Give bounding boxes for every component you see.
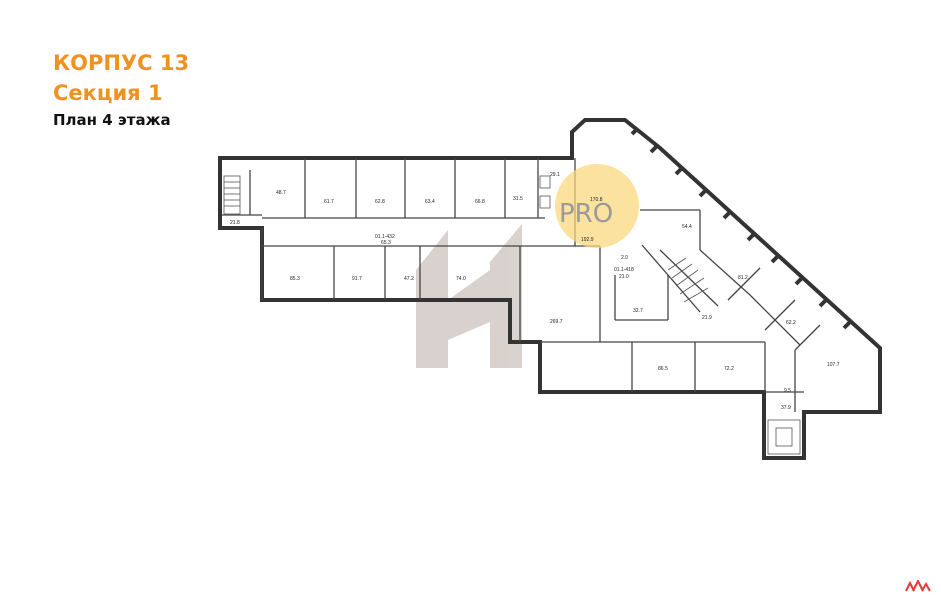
stair-center: [667, 257, 709, 303]
room-label: 269.7: [550, 319, 563, 325]
room-label: 81.2: [738, 275, 748, 281]
window-marks: [630, 126, 852, 330]
room-label: 2.0: [621, 255, 628, 261]
room-label: 86.5: [658, 366, 668, 372]
room-label: 192.9: [581, 237, 594, 243]
room-label: 31.5: [513, 196, 523, 202]
room-label: 66.8: [475, 199, 485, 205]
room-label: 170.8: [590, 197, 603, 203]
floor-title: План 4 этажа: [53, 111, 171, 129]
brand-logo: [905, 578, 931, 597]
room-label: 29.1: [550, 172, 560, 178]
room-label: 62.2: [786, 320, 796, 326]
building-outline: [218, 118, 882, 460]
room-label: 65.3: [381, 240, 391, 246]
room-label: 74.0: [456, 276, 466, 282]
room-label: 47.2: [404, 276, 414, 282]
elevators: [539, 175, 551, 209]
room-label: 107.7: [827, 362, 840, 368]
room-label: 37.9: [781, 405, 791, 411]
room-label: 21.8: [230, 220, 240, 226]
room-label: 48.7: [276, 190, 286, 196]
room-label: 85.3: [290, 276, 300, 282]
brand-logo-icon: [905, 578, 931, 592]
room-label: 91.7: [352, 276, 362, 282]
room-label: 54.4: [682, 224, 692, 230]
building-title: КОРПУС 13: [53, 51, 190, 75]
room-label: 61.7: [324, 199, 334, 205]
room-label: 63.4: [425, 199, 435, 205]
room-label: 01.1-418: [614, 267, 634, 273]
room-label: 72.2: [724, 366, 734, 372]
room-label: 62.8: [375, 199, 385, 205]
room-label: 9.5: [784, 388, 791, 394]
stair-west: [223, 175, 241, 215]
room-label: 01.1-432: [375, 234, 395, 240]
room-label: 21.0: [619, 274, 629, 280]
pro-badge-circle: [555, 164, 639, 248]
room-labels: 48.7 61.7 62.8 63.4 66.8 29.1 31.5 21.8 …: [230, 172, 840, 411]
section-title: Секция 1: [53, 81, 163, 105]
interior-walls: [222, 158, 821, 412]
pro-badge-text: PRO: [559, 199, 613, 229]
room-label: 21.9: [702, 315, 712, 321]
plan-heading: КОРПУС 13 Секция 1 План 4 этажа: [53, 48, 189, 132]
room-label: 32.7: [633, 308, 643, 314]
stair-south: [767, 419, 801, 455]
